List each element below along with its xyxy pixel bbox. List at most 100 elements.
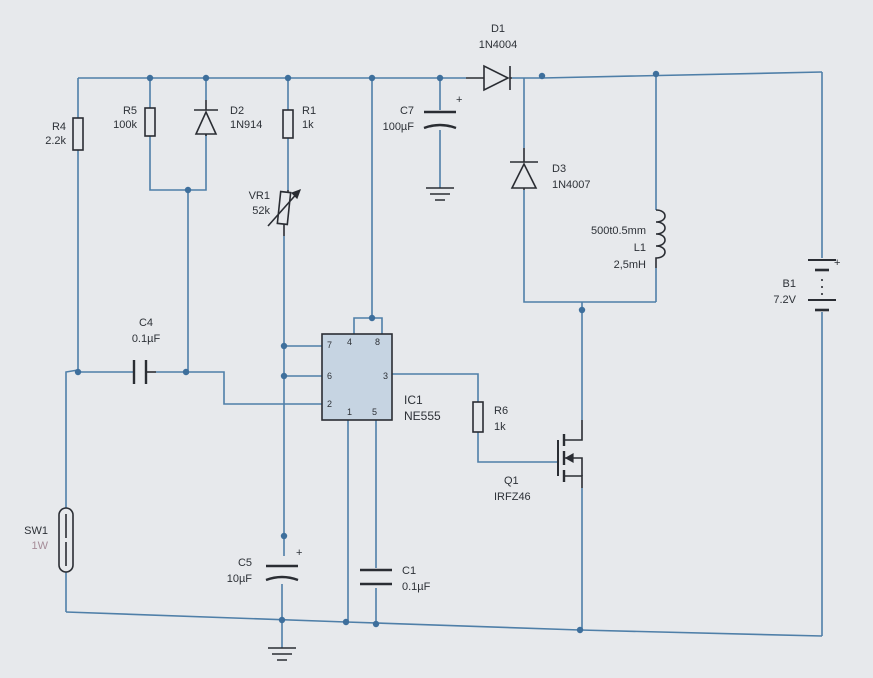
- b1-value: 7.2V: [773, 294, 796, 306]
- ic-ne555[interactable]: 7 4 8 6 3 2 1 5 IC1 NE555: [321, 333, 441, 423]
- diode-triangle: [194, 110, 218, 135]
- ic-pin-4: 4: [347, 337, 352, 347]
- ic-pin-7: 7: [327, 340, 332, 350]
- diode-d3[interactable]: D3 1N4007: [510, 148, 591, 191]
- c1-value: 0.1µF: [402, 581, 431, 593]
- r1-ref: R1: [302, 105, 316, 117]
- d3-ref: D3: [552, 163, 566, 175]
- d3-value: 1N4007: [552, 179, 591, 191]
- switch-sw1[interactable]: SW1 1W: [24, 507, 74, 573]
- junction-dot: [342, 618, 350, 626]
- vr1-ref: VR1: [249, 190, 270, 202]
- ground-icon: [268, 647, 296, 661]
- junction-dot: [278, 616, 286, 624]
- junction-dot: [284, 74, 292, 82]
- resistor-r6[interactable]: R6 1k: [472, 401, 508, 433]
- resistor-body: [276, 190, 292, 226]
- capacitor-c1[interactable]: C1 0.1µF: [360, 565, 431, 593]
- plus-sign: +: [296, 547, 302, 559]
- resistor-r4[interactable]: R4 2.2k: [45, 117, 84, 151]
- resistor-body: [144, 107, 156, 137]
- r4-value: 2.2k: [45, 135, 66, 147]
- ic1-value: NE555: [404, 409, 441, 423]
- ic-pin-6: 6: [327, 371, 332, 381]
- ic-pin-2: 2: [327, 399, 332, 409]
- r6-value: 1k: [494, 421, 506, 433]
- capacitor-c4[interactable]: C4 0.1µF: [132, 317, 161, 384]
- vr1-value: 52k: [252, 205, 270, 217]
- resistor-r1[interactable]: R1 1k: [282, 105, 316, 139]
- r1-value: 1k: [302, 119, 314, 131]
- d2-value: 1N914: [230, 119, 262, 131]
- l1-ref: L1: [634, 242, 646, 254]
- junction-dot: [182, 368, 190, 376]
- c1-ref: C1: [402, 565, 416, 577]
- b1-ref: B1: [783, 278, 796, 290]
- junction-dot: [184, 186, 192, 194]
- ground-c5: [268, 647, 296, 661]
- capacitor-c5[interactable]: + C5 10µF: [227, 547, 303, 585]
- c4-value: 0.1µF: [132, 333, 161, 345]
- junction-dot: [538, 72, 546, 80]
- r5-ref: R5: [123, 105, 137, 117]
- l1-note: 500t0.5mm: [591, 225, 646, 237]
- junction-dot: [202, 74, 210, 82]
- ground-icon: [426, 187, 454, 201]
- diode-d2[interactable]: D2 1N914: [194, 100, 262, 136]
- diode-triangle: [510, 162, 538, 189]
- junction-dot: [74, 368, 82, 376]
- junctions: [74, 70, 660, 634]
- mosfet-drain: [564, 420, 583, 441]
- resistor-body: [472, 401, 484, 433]
- resistor-r5[interactable]: R5 100k: [113, 105, 156, 137]
- junction-dot: [280, 342, 288, 350]
- junction-dot: [280, 372, 288, 380]
- c4-ref: C4: [139, 317, 153, 329]
- reed-switch-body: [58, 507, 74, 573]
- mosfet-arrow: [564, 452, 574, 464]
- capacitor-plate-curved: [423, 123, 457, 130]
- mosfet-q1[interactable]: Q1 IRFZ46: [494, 420, 583, 503]
- ic-pin-1: 1: [347, 407, 352, 417]
- battery-b1[interactable]: + B1 7.2V: [773, 257, 840, 312]
- capacitor-c7[interactable]: + C7 100µF: [383, 94, 463, 133]
- d1-value: 1N4004: [479, 39, 518, 51]
- resistor-body: [72, 117, 84, 151]
- sw1-value: 1W: [32, 540, 49, 552]
- r5-value: 100k: [113, 119, 137, 131]
- q1-value: IRFZ46: [494, 491, 531, 503]
- ic-pin-8: 8: [375, 337, 380, 347]
- variable-arrow-head: [290, 188, 302, 200]
- junction-dot: [436, 74, 444, 82]
- plus-sign: +: [834, 257, 840, 269]
- junction-dot: [368, 74, 376, 82]
- sw1-ref: SW1: [24, 525, 48, 537]
- capacitor-plate-curved: [265, 575, 299, 582]
- d2-ref: D2: [230, 105, 244, 117]
- diode-triangle: [483, 64, 510, 92]
- ground-c7: [426, 187, 454, 201]
- junction-dot: [280, 532, 288, 540]
- junction-dot: [146, 74, 154, 82]
- r6-ref: R6: [494, 405, 508, 417]
- q1-ref: Q1: [504, 475, 519, 487]
- c7-ref: C7: [400, 105, 414, 117]
- junction-dot: [368, 314, 376, 322]
- ic1-ref: IC1: [404, 393, 423, 407]
- junction-dot: [652, 70, 660, 78]
- c7-value: 100µF: [383, 121, 415, 133]
- junction-dot: [576, 626, 584, 634]
- wires: [65, 71, 823, 648]
- diode-d1[interactable]: D1 1N4004: [466, 23, 518, 92]
- l1-value: 2,5mH: [614, 259, 646, 271]
- junction-dot: [372, 620, 380, 628]
- inductor-l1[interactable]: 500t0.5mm L1 2,5mH: [591, 209, 666, 271]
- inductor-coil: [655, 209, 666, 268]
- ic-body: [321, 333, 393, 421]
- c5-ref: C5: [238, 557, 252, 569]
- plus-sign: +: [456, 94, 462, 106]
- junction-dot: [578, 306, 586, 314]
- potentiometer-vr1[interactable]: VR1 52k: [249, 188, 302, 236]
